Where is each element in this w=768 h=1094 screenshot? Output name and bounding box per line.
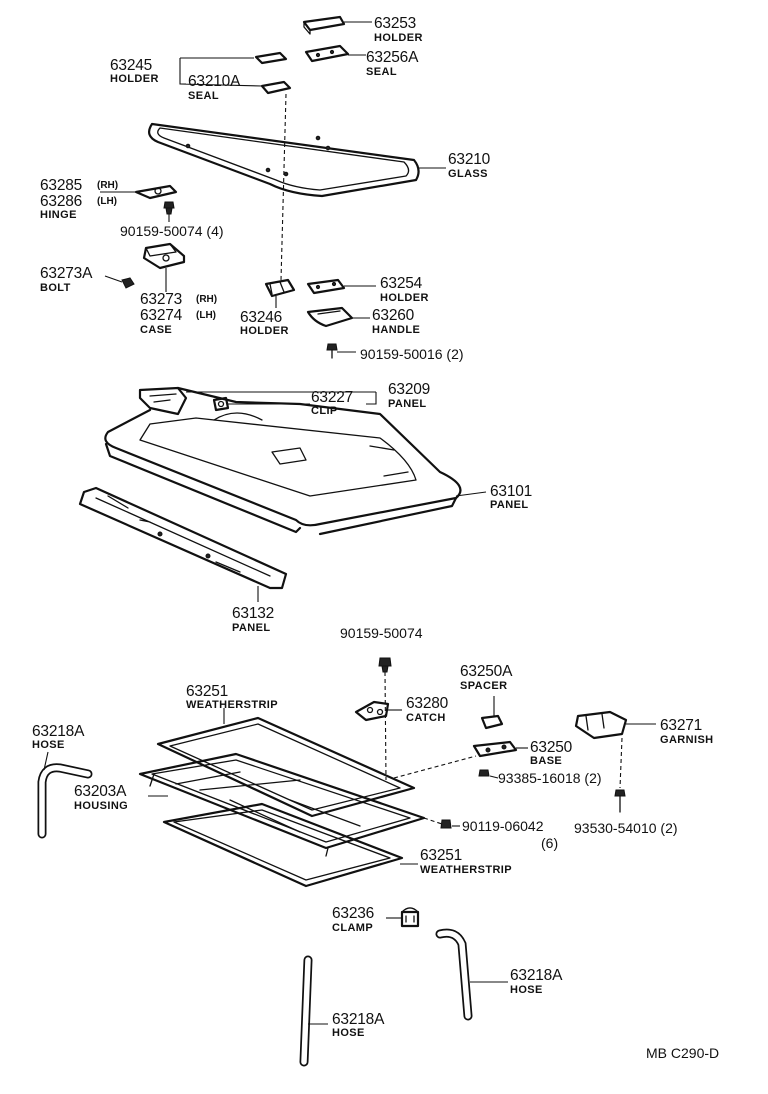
bolt-90159-50074-4-drawing	[163, 201, 175, 215]
part-number-63260: 63260	[372, 307, 415, 324]
housing-63203a-drawing	[138, 752, 426, 857]
part-number-90159-50074-4: 90159-50074 (4)	[120, 223, 224, 239]
part-number-63274: 63274	[140, 307, 183, 324]
panel-63132-drawing	[78, 486, 288, 590]
part-number-90119-06042: 90119-06042	[462, 818, 544, 834]
weatherstrip-63251-bottom-drawing	[162, 802, 404, 888]
bolt-90159-50074-drawing	[378, 657, 392, 673]
part-number-90159-50016-2: 90159-50016 (2)	[360, 346, 464, 362]
part-number-63218a: 63218A	[32, 723, 85, 740]
clamp-63236-drawing	[400, 907, 420, 928]
bolt-63273a-drawing	[121, 277, 135, 289]
part-number-63203a: 63203A	[74, 783, 127, 800]
part-qualifier-lh: (LH)	[97, 196, 117, 207]
case-63273-drawing	[142, 242, 186, 270]
part-number-63132: 63132	[232, 605, 274, 622]
part-name-base: BASE	[530, 755, 562, 767]
part-name-holder: HOLDER	[380, 292, 429, 304]
part-name-seal: SEAL	[366, 66, 397, 78]
part-number-63256a: 63256A	[366, 49, 419, 66]
part-number-63236: 63236	[332, 905, 374, 922]
holder-63254-drawing	[306, 278, 346, 295]
part-number-63271: 63271	[660, 717, 702, 734]
part-number-63253: 63253	[374, 15, 416, 32]
part-number-63227: 63227	[311, 389, 353, 406]
part-name-holder: HOLDER	[240, 325, 289, 337]
spacer-63250a-drawing	[480, 714, 504, 730]
part-number-93385-16018-2: 93385-16018 (2)	[498, 770, 602, 786]
screw-90159-50016-drawing	[326, 343, 338, 359]
part-name-panel: PANEL	[232, 622, 270, 634]
part-qualifier-rh: (RH)	[97, 180, 118, 191]
part-number-63273: 63273	[140, 291, 182, 308]
part-number-63250a: 63250A	[460, 663, 513, 680]
glass-63210-drawing	[148, 122, 420, 198]
seal-63256a-drawing	[304, 44, 350, 63]
catch-63280-drawing	[354, 700, 390, 722]
part-name-seal: SEAL	[188, 90, 219, 102]
part-quantity-6: (6)	[541, 835, 558, 851]
panel-63101-drawing	[104, 386, 462, 536]
part-name-panel: PANEL	[490, 499, 528, 511]
diagram-reference-code: MB C290-D	[646, 1045, 719, 1061]
part-number-63209: 63209	[388, 381, 430, 398]
hose-63218a-right-drawing	[435, 928, 473, 1021]
part-number-93530-54010-2: 93530-54010 (2)	[574, 820, 678, 836]
part-name-clip: CLIP	[311, 405, 338, 417]
part-name-hose: HOSE	[332, 1027, 365, 1039]
part-name-catch: CATCH	[406, 712, 446, 724]
part-name-handle: HANDLE	[372, 324, 420, 336]
part-number-63218a: 63218A	[332, 1011, 385, 1028]
handle-63260-drawing	[306, 306, 354, 328]
part-number-63250: 63250	[530, 739, 573, 756]
base-63250-drawing	[472, 740, 518, 758]
part-number-63245: 63245	[110, 57, 152, 74]
screw-93530-54010-drawing	[614, 789, 626, 813]
holder-63253-drawing	[302, 15, 346, 35]
part-name-garnish: GARNISH	[660, 734, 714, 746]
screw-90119-06042-drawing	[440, 819, 452, 829]
part-number-63273a: 63273A	[40, 265, 93, 282]
part-number-63101: 63101	[490, 483, 532, 500]
seal-63210a-drawing	[260, 80, 292, 95]
part-qualifier-rh: (RH)	[196, 294, 217, 305]
part-name-holder: HOLDER	[110, 73, 159, 85]
part-number-63280: 63280	[406, 695, 449, 712]
part-name-hinge: HINGE	[40, 209, 77, 221]
part-name-holder: HOLDER	[374, 32, 423, 44]
part-number-63251: 63251	[186, 683, 228, 700]
part-name-panel: PANEL	[388, 398, 426, 410]
part-name-weatherstrip: WEATHERSTRIP	[186, 699, 278, 711]
part-number-63286: 63286	[40, 193, 82, 210]
part-number-63210: 63210	[448, 151, 491, 168]
panel-63209-drawing	[138, 386, 188, 416]
part-name-hose: HOSE	[32, 739, 65, 751]
part-number-63254: 63254	[380, 275, 423, 292]
hose-63218a-left-drawing	[37, 763, 93, 839]
part-qualifier-lh: (LH)	[196, 310, 216, 321]
part-name-weatherstrip: WEATHERSTRIP	[420, 864, 512, 876]
part-number-63218a: 63218A	[510, 967, 563, 984]
part-name-clamp: CLAMP	[332, 922, 373, 934]
weatherstrip-63251-top-drawing	[156, 716, 416, 818]
part-number-90159-50074: 90159-50074	[340, 625, 423, 641]
part-name-case: CASE	[140, 324, 172, 336]
garnish-63271-drawing	[574, 710, 628, 740]
part-name-glass: GLASS	[448, 168, 488, 180]
hose-63218a-bottom-drawing	[299, 955, 313, 1067]
part-number-63285: 63285	[40, 177, 82, 194]
part-number-63251: 63251	[420, 847, 462, 864]
screw-93385-16018-drawing	[478, 769, 490, 777]
part-number-63246: 63246	[240, 309, 282, 326]
holder-63245-drawing	[254, 51, 288, 65]
clip-63227-drawing	[212, 396, 230, 412]
part-name-bolt: BOLT	[40, 282, 71, 294]
hinge-63285-drawing	[134, 184, 178, 200]
part-name-spacer: SPACER	[460, 680, 507, 692]
part-name-hose: HOSE	[510, 984, 543, 996]
holder-63246-drawing	[264, 278, 296, 298]
part-number-63210a: 63210A	[188, 73, 241, 90]
part-name-housing: HOUSING	[74, 800, 128, 812]
